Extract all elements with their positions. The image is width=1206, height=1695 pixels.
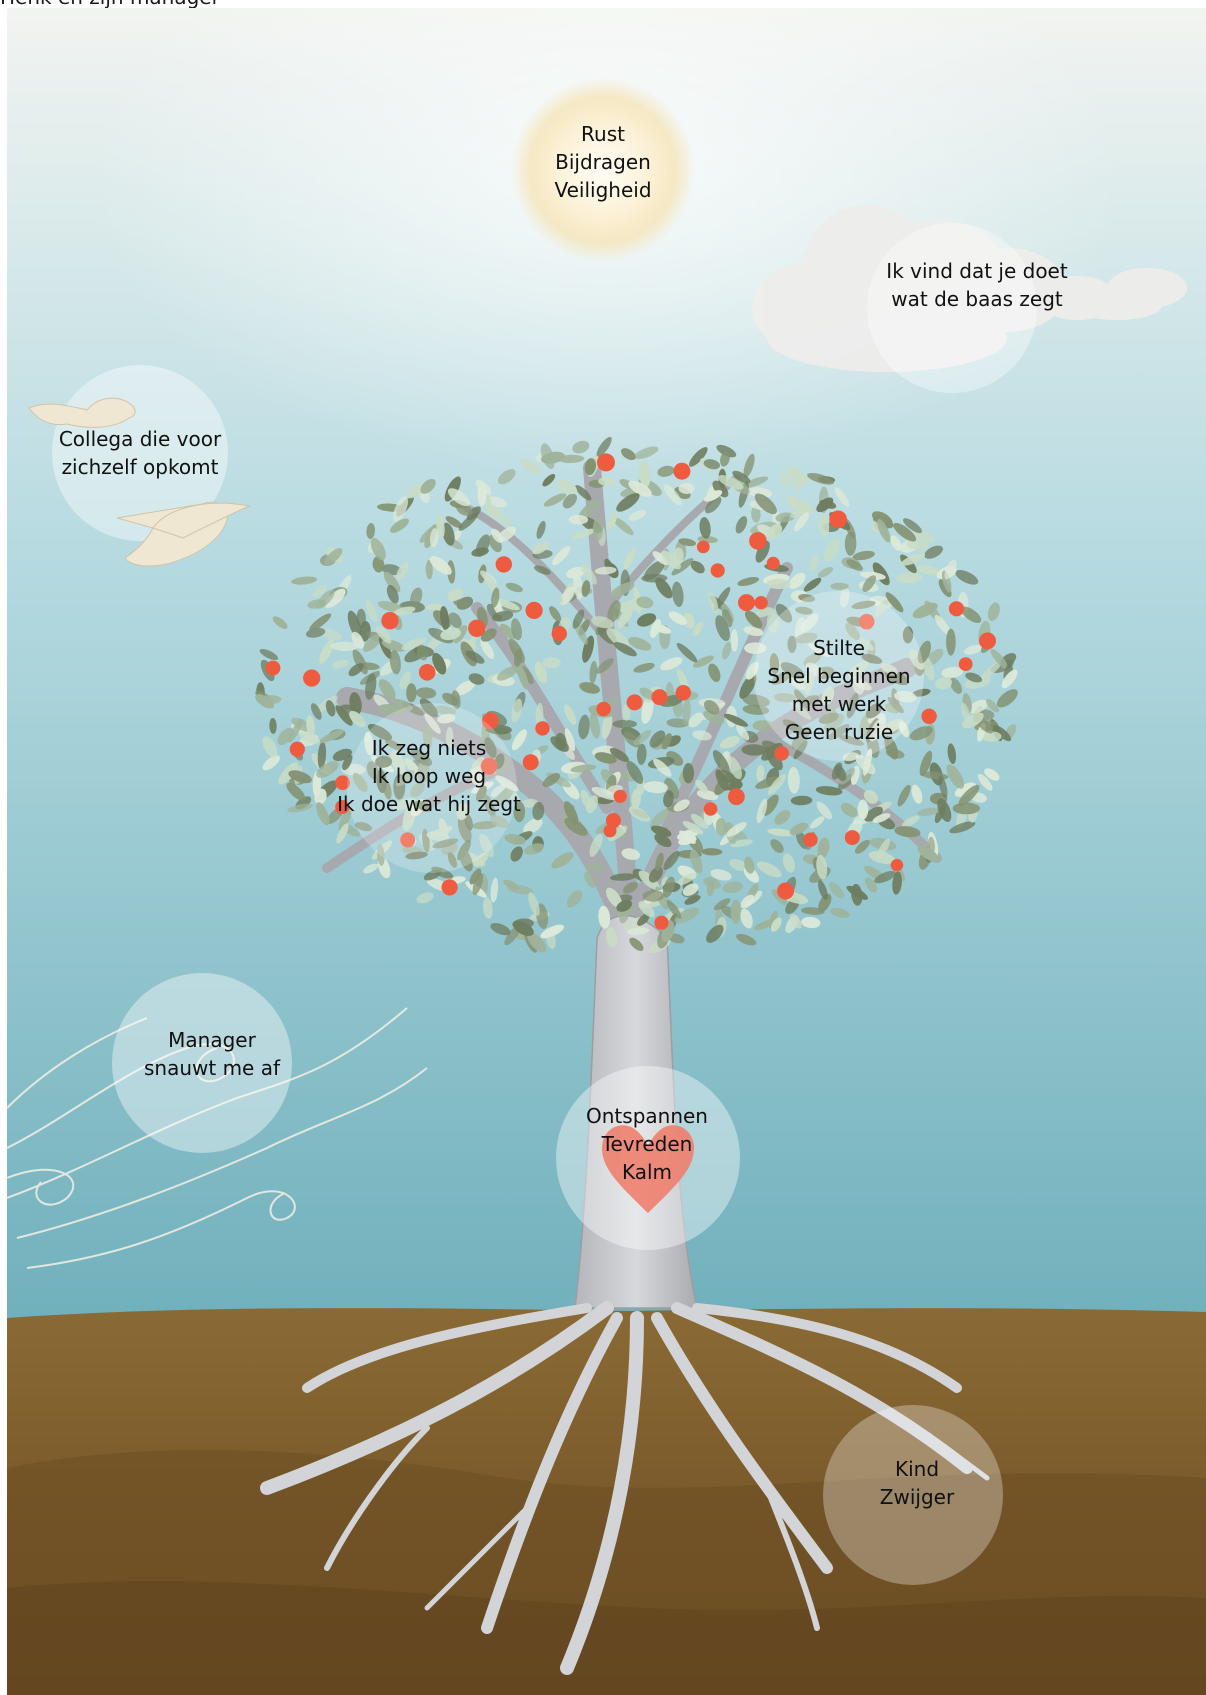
wind-glow — [112, 973, 292, 1153]
label-line: zichzelf opkomt — [61, 455, 219, 479]
label-line: Tevreden — [601, 1132, 693, 1156]
label-line: Ik vind dat je doet — [886, 259, 1068, 283]
birds-label: Collega die voor zichzelf opkomt — [59, 425, 221, 481]
tree — [255, 436, 1018, 1675]
label-line: Zwijger — [879, 1485, 955, 1509]
label-line: Veiligheid — [554, 178, 652, 202]
cloud-label: Ik vind dat je doet wat de baas zegt — [886, 257, 1067, 313]
tree-fruits — [265, 453, 996, 930]
wind-swirls — [7, 1007, 428, 1269]
diagram-caption: Henk en zijn manager — [0, 0, 220, 8]
bird-icon — [28, 397, 136, 428]
tree-illustration — [7, 8, 1206, 1695]
wind-label: Manager snauwt me af — [144, 1026, 280, 1082]
label-line: Ontspannen — [586, 1104, 708, 1128]
label-line: Collega die voor — [58, 427, 222, 451]
fruits-glow — [754, 591, 924, 761]
sun — [511, 78, 695, 262]
label-line: Manager — [168, 1028, 256, 1052]
label-line: Stilte — [813, 636, 865, 660]
label-line: Kind — [894, 1457, 940, 1481]
bird-icon — [116, 501, 251, 567]
label-line: Ik zeg niets — [371, 736, 487, 760]
label-line: Rust — [581, 122, 625, 146]
label-line: Snel beginnen — [767, 664, 911, 688]
branches-label: Ik zeg niets Ik loop weg Ik doe wat hij ze… — [337, 734, 521, 818]
label-line: snauwt me af — [143, 1056, 281, 1080]
label-line: Ik doe wat hij zegt — [337, 792, 521, 816]
label-line: Bijdragen — [555, 150, 651, 174]
cloud-glow — [867, 223, 1037, 393]
ground — [7, 1308, 1206, 1695]
label-line: Geen ruzie — [784, 720, 894, 744]
branches-glow — [347, 703, 517, 873]
label-line: met werk — [791, 692, 887, 716]
heart-icon — [602, 1125, 694, 1213]
label-line: Ik loop weg — [371, 764, 487, 788]
cloud — [752, 205, 1187, 372]
tree-roots — [260, 1301, 990, 1675]
roots-glow — [823, 1405, 1003, 1585]
label-line: Kalm — [621, 1160, 673, 1184]
label-line: wat de baas zegt — [891, 287, 1063, 311]
